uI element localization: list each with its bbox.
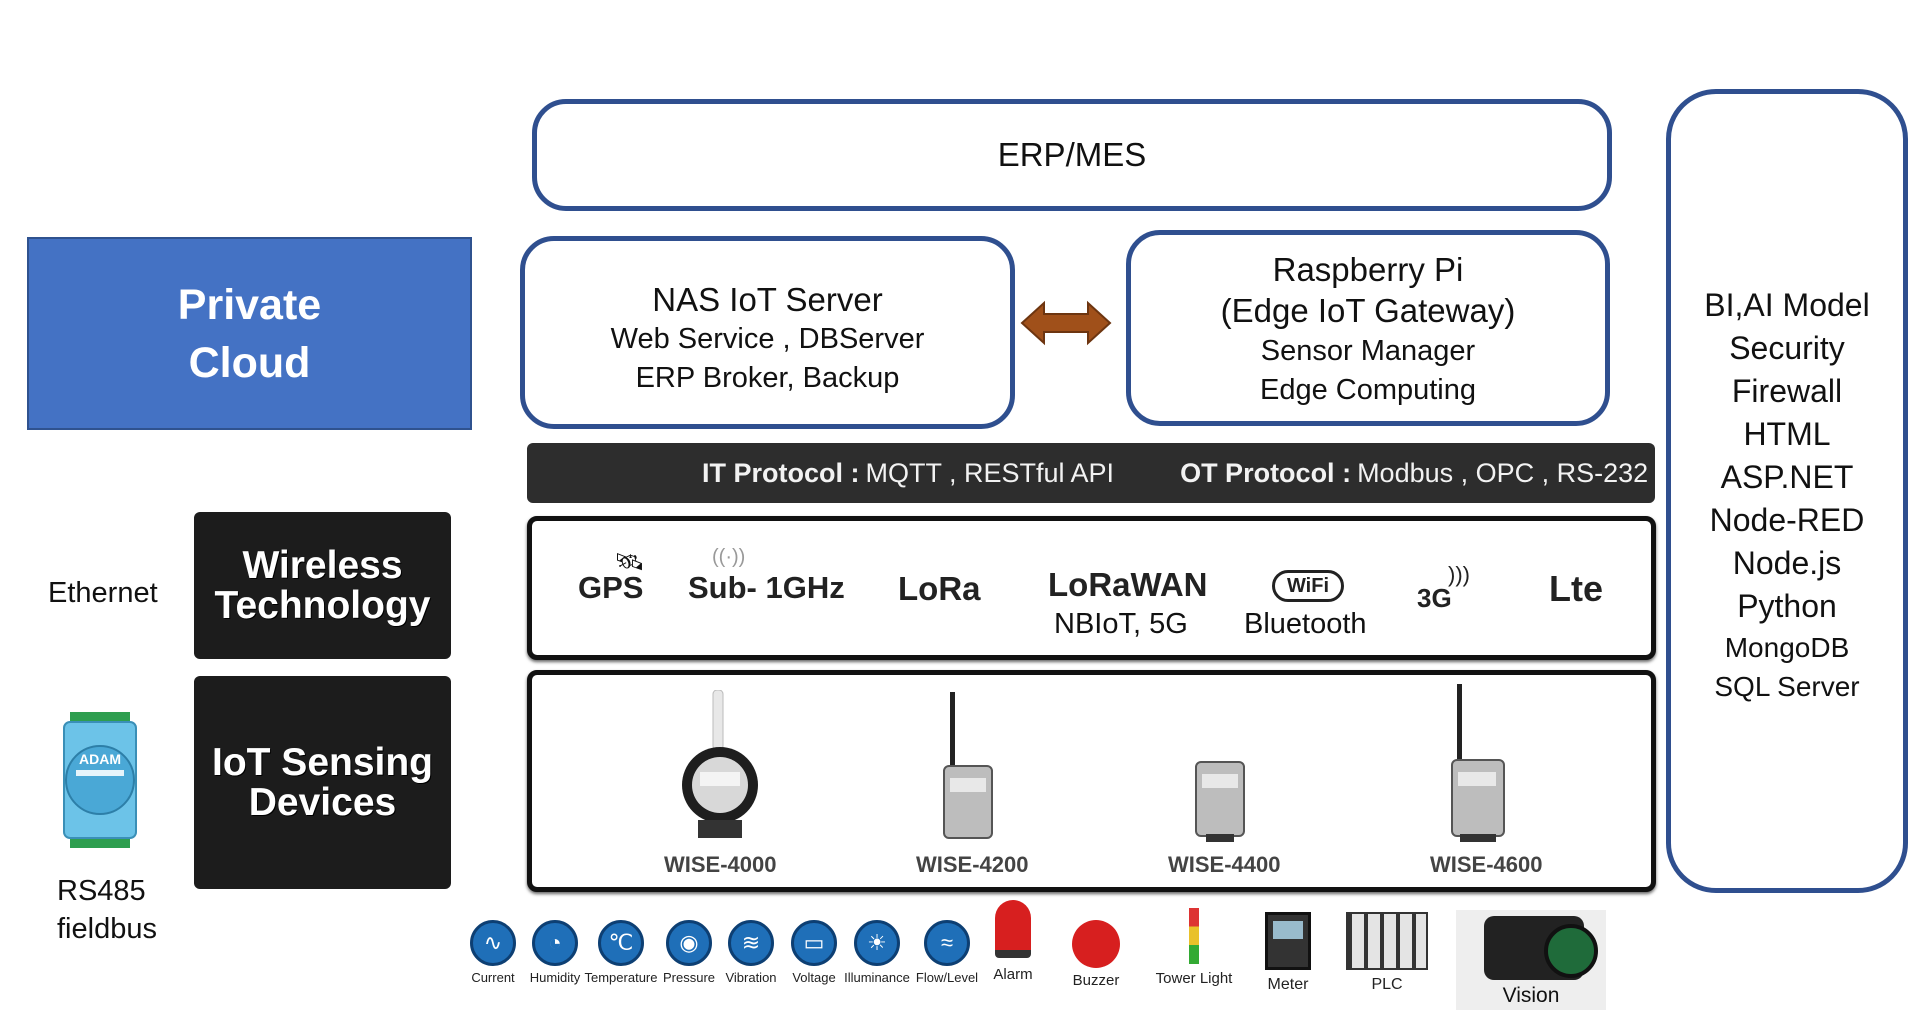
3g-label: 3G — [1417, 583, 1452, 613]
illuminance-icon: ☀ — [854, 920, 900, 966]
sub1ghz-label: Sub- 1GHz — [688, 570, 845, 605]
erp-mes-label: ERP/MES — [997, 136, 1147, 174]
vibration-icon: ≋ — [728, 920, 774, 966]
antenna-icon: ((·)) — [712, 546, 746, 568]
nbiot-label: NBIoT, 5G — [1054, 608, 1188, 640]
temperature-icon: ℃ — [598, 920, 644, 966]
lorawan-label: LoRaWAN — [1048, 566, 1208, 603]
wise-4000-image — [680, 689, 760, 840]
tower-light-icon — [1189, 908, 1199, 964]
wise-4600-label: WISE-4600 — [1430, 852, 1543, 877]
wifi-icon: WiFi — [1272, 570, 1344, 602]
stack-item: Python — [1737, 588, 1837, 624]
humidity-icon: ◔ — [532, 920, 578, 966]
double-arrow-icon — [1020, 300, 1112, 346]
equip-alarm: Alarm — [990, 900, 1036, 983]
stack-item: Firewall — [1731, 373, 1843, 409]
sensor-flow-level: ≈Flow/Level — [910, 920, 984, 985]
nas-title: NAS IoT Server — [652, 281, 883, 318]
wise-4200-label: WISE-4200 — [916, 852, 1029, 877]
pressure-icon: ◉ — [666, 920, 712, 966]
sensor-current: ∿Current — [464, 920, 522, 985]
sensor-voltage: ▭Voltage — [784, 920, 844, 985]
rpi-title-1: Raspberry Pi — [1272, 251, 1464, 288]
software-stack-box: BI,AI Model Security Firewall HTML ASP.N… — [1666, 89, 1908, 893]
erp-mes-box: ERP/MES — [532, 99, 1612, 211]
wireless-line2: Technology — [214, 583, 431, 627]
stack-item-small: SQL Server — [1714, 671, 1860, 702]
adam-logo: ADAM — [79, 751, 121, 767]
stack-item-small: MongoDB — [1724, 632, 1850, 663]
nas-line2: ERP Broker, Backup — [635, 362, 900, 395]
sensor-pressure: ◉Pressure — [658, 920, 720, 985]
rpi-line2: Edge Computing — [1259, 373, 1477, 406]
voltage-icon: ▭ — [791, 920, 837, 966]
gps-label: GPS — [578, 570, 644, 605]
iot-sensing-devices-label: IoT Sensing Devices — [194, 676, 451, 889]
stack-item: Node-RED — [1709, 502, 1865, 538]
signal-icon: ))) — [1448, 562, 1470, 587]
rs485-label: RS485 fieldbus — [57, 872, 157, 948]
stack-item: ASP.NET — [1720, 459, 1854, 495]
wifi-label: WiFi — [1286, 575, 1330, 597]
equip-vision: Vision — [1456, 910, 1606, 1010]
buzzer-icon — [1072, 920, 1120, 968]
wise-4200-image — [940, 692, 996, 842]
plc-icon — [1346, 912, 1428, 970]
current-icon: ∿ — [470, 920, 516, 966]
wise-4000-label: WISE-4000 — [664, 852, 777, 877]
stack-item: HTML — [1743, 416, 1831, 452]
it-protocol-value: MQTT , RESTful API — [865, 457, 1115, 488]
rs485-line2: fieldbus — [57, 913, 157, 945]
sensor-humidity: ◔Humidity — [526, 920, 584, 985]
equip-plc: PLC — [1344, 912, 1430, 994]
wise-4400-label: WISE-4400 — [1168, 852, 1281, 877]
equip-buzzer: Buzzer — [1068, 920, 1124, 989]
rpi-title-2: (Edge IoT Gateway) — [1220, 292, 1516, 330]
wireless-technology-label: Wireless Technology — [194, 512, 451, 659]
private-cloud-line2: Cloud — [188, 338, 311, 387]
ot-protocol-value: Modbus , OPC , RS-232 — [1357, 457, 1649, 488]
wise-4400-image — [1192, 760, 1248, 844]
stack-item: Security — [1729, 330, 1845, 366]
lte-label: Lte — [1549, 568, 1603, 609]
sensor-illuminance: ☀Illuminance — [840, 920, 914, 985]
stack-item: Node.js — [1732, 545, 1842, 581]
alarm-icon — [995, 900, 1031, 958]
flow-level-icon: ≈ — [924, 920, 970, 966]
lora-label: LoRa — [898, 570, 981, 607]
nas-server-box: NAS IoT Server Web Service , DBServer ER… — [520, 236, 1015, 429]
sensor-vibration: ≋Vibration — [720, 920, 782, 985]
rs485-line1: RS485 — [57, 875, 146, 907]
vision-label: Vision — [1502, 984, 1560, 1007]
equip-tower-light: Tower Light — [1154, 908, 1234, 987]
meter-icon — [1265, 912, 1311, 970]
nas-line1: Web Service , DBServer — [610, 323, 925, 356]
it-protocol-label: IT Protocol : — [702, 457, 860, 488]
wireless-line1: Wireless — [242, 543, 403, 587]
raspberry-pi-box: Raspberry Pi (Edge IoT Gateway) Sensor M… — [1126, 230, 1610, 426]
iot-line1: IoT Sensing — [211, 740, 433, 784]
bluetooth-label: Bluetooth — [1244, 608, 1367, 640]
rpi-line1: Sensor Manager — [1260, 334, 1476, 367]
ethernet-label: Ethernet — [48, 577, 158, 609]
adam-module-image: ADAM — [62, 712, 138, 848]
wise-4600-image — [1448, 684, 1508, 844]
satellite-icon: 🛰 — [614, 549, 645, 576]
private-cloud-box: Private Cloud — [27, 237, 472, 430]
equip-meter: Meter — [1258, 912, 1318, 994]
protocol-bar: IT Protocol : MQTT , RESTful API OT Prot… — [527, 443, 1655, 503]
private-cloud-line1: Private — [177, 280, 322, 329]
wireless-band — [527, 516, 1656, 660]
ot-protocol-label: OT Protocol : — [1180, 457, 1352, 488]
iot-line2: Devices — [248, 780, 397, 824]
stack-item: BI,AI Model — [1704, 287, 1870, 323]
